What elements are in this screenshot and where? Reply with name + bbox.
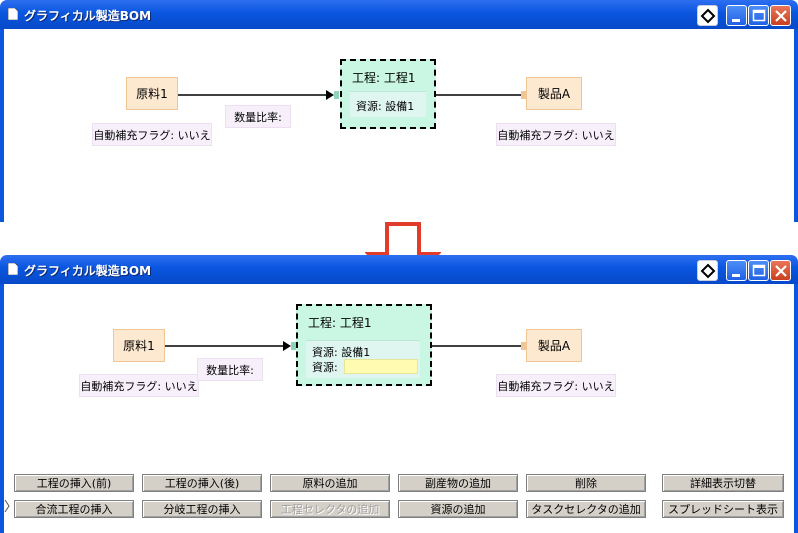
output-node[interactable]: 製品A: [526, 77, 582, 110]
add-task-selector-button[interactable]: タスクセレクタの追加: [526, 500, 646, 518]
close-icon: [775, 10, 787, 22]
close-icon: [775, 265, 787, 277]
window-title: グラフィカル製造BOM: [24, 9, 152, 23]
title-bar[interactable]: グラフィカル製造BOM: [0, 0, 798, 29]
resource-input[interactable]: [344, 359, 418, 374]
input-flag-label: 自動補充フラグ: いいえ: [92, 123, 212, 146]
output-in-port: [521, 91, 526, 99]
add-resource-button[interactable]: 資源の追加: [398, 500, 518, 518]
diamond-button[interactable]: [697, 5, 718, 26]
resource-box[interactable]: 資源: 設備1 資源:: [306, 340, 420, 378]
output-node[interactable]: 製品A: [526, 329, 582, 362]
insert-branch-process-button[interactable]: 分岐工程の挿入: [142, 500, 262, 518]
add-material-button[interactable]: 原料の追加: [270, 474, 390, 492]
maximize-icon: [752, 264, 766, 277]
document-icon: [8, 263, 18, 275]
insert-merge-process-button[interactable]: 合流工程の挿入: [14, 500, 134, 518]
input-flag-label: 自動補充フラグ: いいえ: [79, 374, 199, 397]
resource-box[interactable]: 資源: 設備1: [350, 91, 426, 117]
collapse-handle-icon[interactable]: [4, 496, 10, 516]
add-process-selector-button[interactable]: 工程セレクタの追加: [270, 500, 390, 518]
resource-label: 資源: 設備1: [356, 100, 415, 113]
resource-new-label: 資源:: [312, 361, 338, 374]
process-in-port: [291, 342, 296, 350]
maximize-button[interactable]: [748, 5, 769, 26]
diamond-icon: [700, 8, 716, 24]
title-bar[interactable]: グラフィカル製造BOM: [0, 255, 798, 284]
minimize-icon: [732, 274, 740, 277]
window-after: グラフィカル製造BOM 原料1 自動補充フラグ: いいえ 数量比率: 工程: 工…: [0, 255, 798, 533]
maximize-icon: [752, 9, 766, 22]
output-flag-label: 自動補充フラグ: いいえ: [496, 374, 616, 397]
process-title: 工程: 工程1: [352, 71, 416, 85]
canvas[interactable]: 原料1 自動補充フラグ: いいえ 数量比率: 工程: 工程1 資源: 設備1 製…: [0, 29, 798, 222]
process-node[interactable]: 工程: 工程1 資源: 設備1: [340, 59, 436, 129]
document-icon: [8, 8, 18, 20]
input-node[interactable]: 原料1: [113, 329, 165, 362]
process-node[interactable]: 工程: 工程1 資源: 設備1 資源:: [296, 304, 432, 386]
ratio-label: 数量比率:: [197, 358, 263, 381]
delete-button[interactable]: 削除: [526, 474, 646, 492]
process-in-port: [334, 91, 339, 99]
resource-label: 資源: 設備1: [312, 346, 371, 359]
minimize-button[interactable]: [726, 260, 747, 281]
minimize-button[interactable]: [726, 5, 747, 26]
diamond-button[interactable]: [697, 260, 718, 281]
ratio-label: 数量比率:: [225, 105, 291, 128]
process-title: 工程: 工程1: [308, 316, 372, 330]
maximize-button[interactable]: [748, 260, 769, 281]
output-in-port: [521, 342, 526, 350]
spreadsheet-view-button[interactable]: スプレッドシート表示: [662, 500, 784, 518]
insert-process-after-button[interactable]: 工程の挿入(後): [142, 474, 262, 492]
window-before: グラフィカル製造BOM 原料1 自動補充フラグ: いいえ 数量比率: 工程: 工…: [0, 0, 798, 222]
close-button[interactable]: [770, 260, 791, 281]
minimize-icon: [732, 19, 740, 22]
diamond-icon: [700, 263, 716, 279]
toggle-detail-button[interactable]: 詳細表示切替: [662, 474, 784, 492]
flow-wires: [165, 341, 521, 351]
output-flag-label: 自動補充フラグ: いいえ: [496, 123, 616, 146]
close-button[interactable]: [770, 5, 791, 26]
flow-wires: [178, 90, 521, 100]
add-byproduct-button[interactable]: 副産物の追加: [398, 474, 518, 492]
canvas[interactable]: 原料1 自動補充フラグ: いいえ 数量比率: 工程: 工程1 資源: 設備1 資…: [0, 284, 798, 533]
insert-process-before-button[interactable]: 工程の挿入(前): [14, 474, 134, 492]
window-title: グラフィカル製造BOM: [24, 264, 152, 278]
input-node[interactable]: 原料1: [126, 77, 178, 110]
